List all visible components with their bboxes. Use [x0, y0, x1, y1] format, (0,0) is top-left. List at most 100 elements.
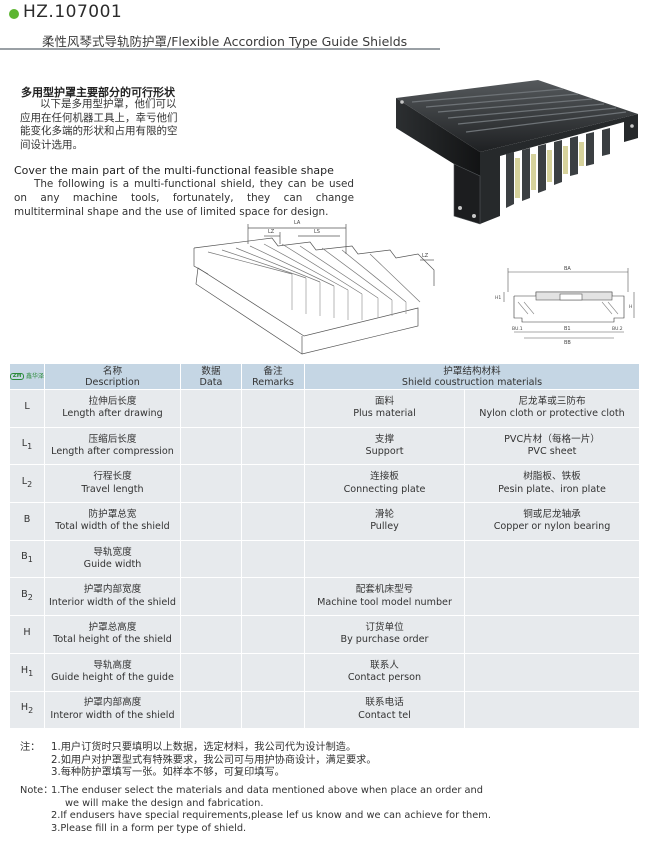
data-cell[interactable]	[180, 577, 242, 617]
symbol-cell: B	[9, 502, 45, 541]
data-cell[interactable]	[180, 426, 242, 466]
header-remarks: 备注 Remarks	[241, 363, 305, 390]
symbol-cell: L	[9, 389, 45, 428]
logo-cell: ZH 鑫华泽	[9, 363, 45, 390]
material-value-en: Copper or nylon bearing	[493, 521, 611, 533]
dim-label-lz: LZ	[268, 229, 275, 235]
remarks-cell[interactable]	[241, 690, 305, 730]
remarks-cell[interactable]	[241, 389, 305, 428]
data-cell[interactable]	[180, 389, 242, 428]
page-subtitle: 柔性风琴式导轨防护罩/Flexible Accordion Type Guide…	[42, 34, 408, 49]
symbol-cell: B2	[9, 577, 45, 617]
material-label-en: Connecting plate	[343, 483, 426, 495]
dim-label-la: LA	[294, 220, 301, 226]
description-cn: 拉伸后长度	[88, 395, 137, 407]
header-data: 数据 Data	[180, 363, 242, 390]
symbol-cell: L1	[9, 426, 45, 466]
dim-label-bu2: BU.2	[612, 326, 623, 332]
symbol: L	[21, 476, 28, 488]
description-en: Length after compression	[51, 446, 174, 458]
symbol: H	[20, 664, 29, 676]
symbol: H	[20, 702, 29, 714]
dim-label-lz-right: LZ	[422, 253, 429, 259]
material-label-cn: 联系人	[370, 659, 399, 671]
remarks-cell[interactable]	[241, 502, 305, 541]
title-bullet	[9, 9, 19, 19]
data-cell[interactable]	[180, 502, 242, 541]
header-materials-cn: 护罩结构材料	[443, 365, 501, 377]
dim-label-b1: B1	[564, 326, 571, 332]
symbol-cell: H1	[9, 652, 45, 692]
description-cn: 护罩内部宽度	[83, 584, 142, 596]
material-value-cn: 尼龙革或三防布	[518, 395, 586, 407]
material-label-cell	[304, 539, 465, 579]
data-cell[interactable]	[180, 652, 242, 692]
symbol: B	[21, 551, 28, 563]
data-cell[interactable]	[180, 539, 242, 579]
notes-en-label: Note：	[20, 785, 53, 796]
material-value-cell[interactable]	[463, 690, 641, 730]
intro-en-title: Cover the main part of the multi-functio…	[14, 164, 334, 177]
symbol-cell: H2	[9, 690, 45, 730]
data-cell[interactable]	[180, 615, 242, 654]
material-value-cell[interactable]	[463, 652, 641, 692]
data-cell[interactable]	[180, 690, 242, 730]
description-en: Total height of the shield	[53, 634, 172, 646]
header-remarks-cn: 备注	[263, 365, 283, 377]
remarks-cell[interactable]	[241, 464, 305, 504]
note-line: 3.每种防护罩填写一张。如样本不够，可复印填写。	[51, 767, 285, 779]
material-value-cell: PVC片材（每格一片）PVC sheet	[463, 426, 641, 466]
material-label-cn: 联系电话	[365, 697, 404, 709]
material-label-cn: 支撑	[374, 433, 395, 445]
remarks-cell[interactable]	[241, 615, 305, 654]
remarks-cell[interactable]	[241, 652, 305, 692]
material-label-en: By purchase order	[340, 634, 429, 646]
remarks-cell[interactable]	[241, 539, 305, 579]
remarks-cell[interactable]	[241, 426, 305, 466]
header-data-cn: 数据	[201, 365, 221, 377]
dim-label-ls: LS	[314, 229, 320, 235]
symbol-cell: B1	[9, 539, 45, 579]
intro-cn-line: 以下是多用型护罩，他们可以	[40, 98, 177, 110]
material-value-cell[interactable]	[463, 577, 641, 617]
material-label-cn: 滑轮	[374, 509, 395, 520]
material-label-cn: 连接板	[370, 471, 399, 483]
note-line: 2.如用户对护罩型式有特殊要求，我公司可与用护协商设计，满足要求。	[51, 754, 377, 766]
material-value-cell	[463, 539, 641, 579]
symbol-sub: 1	[27, 555, 33, 565]
data-cell[interactable]	[180, 464, 242, 504]
material-value-cell[interactable]	[463, 615, 641, 654]
symbol-sub: 2	[28, 706, 34, 716]
symbol: H	[23, 626, 31, 638]
remarks-cell[interactable]	[241, 577, 305, 617]
model-number: HZ.107001	[23, 2, 123, 22]
description-cn: 导轨高度	[93, 659, 132, 671]
material-value-en: Pesin plate、iron plate	[498, 483, 606, 495]
intro-cn-body: 以下是多用型护罩，他们可以 应用在任何机器工具上，幸亏他们 能变化多端的形状和占…	[20, 98, 188, 152]
symbol-cell: H	[9, 615, 45, 654]
description-cn: 护罩内部高度	[83, 697, 142, 709]
intro-cn-title: 多用型护罩主要部分的可行形状	[21, 86, 175, 99]
description-en: Length after drawing	[62, 408, 163, 420]
header-remarks-en: Remarks	[252, 376, 294, 388]
symbol-sub: 2	[27, 479, 33, 489]
material-label-en: Contact person	[347, 672, 422, 684]
intro-en-paragraph: The following is a multi-functional shie…	[14, 178, 354, 218]
note-line: we will make the design and fabrication.	[65, 797, 264, 809]
material-value-cn: 铜或尼龙轴承	[523, 509, 581, 520]
notes-en: Note：1.The enduser select the materials …	[20, 785, 630, 835]
material-label-en: Pulley	[370, 521, 399, 533]
